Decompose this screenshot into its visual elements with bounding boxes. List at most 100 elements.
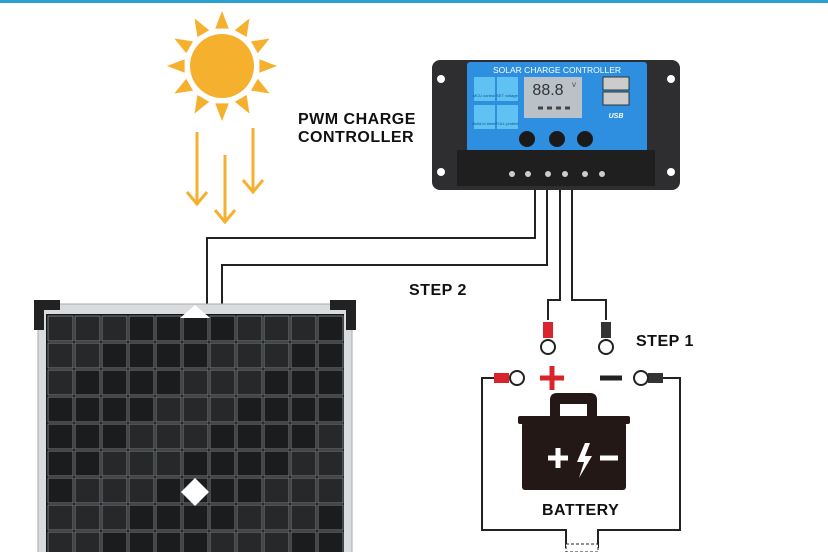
solar-cell	[101, 504, 128, 531]
solar-cell	[47, 504, 74, 531]
usb-label: USB	[609, 113, 624, 120]
solar-cell	[182, 423, 209, 450]
solar-cell	[182, 396, 209, 423]
sun-ray	[194, 94, 210, 114]
solar-cell	[182, 531, 209, 552]
solar-cell	[209, 477, 236, 504]
solar-cell	[236, 315, 263, 342]
solar-cell	[47, 423, 74, 450]
solar-cell	[47, 342, 74, 369]
solar-cell	[209, 315, 236, 342]
solar-cell	[101, 450, 128, 477]
solar-cell	[128, 315, 155, 342]
solar-cell	[236, 369, 263, 396]
solar-cell	[290, 531, 317, 552]
solar-cell	[47, 396, 74, 423]
solar-cell	[128, 396, 155, 423]
solar-cell	[290, 423, 317, 450]
sun-ray	[259, 59, 277, 73]
solar-cell	[128, 450, 155, 477]
solar-cell	[317, 423, 344, 450]
solar-cell	[47, 531, 74, 552]
sunlight-arrows-icon	[185, 128, 265, 225]
solar-cell	[317, 396, 344, 423]
sun-ray	[250, 38, 270, 54]
solar-cell	[209, 504, 236, 531]
solar-cell	[128, 477, 155, 504]
solar-cell	[263, 531, 290, 552]
solar-cell	[74, 315, 101, 342]
ring-terminals	[494, 322, 663, 390]
battery-label: BATTERY	[542, 502, 620, 519]
solar-cell	[155, 342, 182, 369]
solar-cell	[290, 396, 317, 423]
solar-cell	[317, 504, 344, 531]
solar-cell	[236, 450, 263, 477]
plus-sign-icon	[540, 366, 564, 390]
clock-icon: Build-in timer	[472, 121, 496, 126]
solar-cell	[128, 342, 155, 369]
sun-icon	[167, 11, 277, 121]
controller-label-line1: PWM CHARGE	[298, 111, 416, 128]
solar-cell	[263, 342, 290, 369]
solar-cell	[317, 315, 344, 342]
solar-cell	[317, 450, 344, 477]
solar-cell	[74, 477, 101, 504]
solar-cell	[155, 531, 182, 552]
wires	[206, 186, 681, 548]
solar-cell	[290, 342, 317, 369]
solar-cell	[101, 396, 128, 423]
solar-cell	[155, 315, 182, 342]
solar-cell	[182, 315, 209, 342]
solar-cell	[101, 531, 128, 552]
solar-cell	[209, 396, 236, 423]
solar-cell	[182, 504, 209, 531]
top-bar	[0, 0, 828, 3]
solar-cell	[155, 396, 182, 423]
solar-cell	[290, 504, 317, 531]
charge-controller: SOLAR CHARGE CONTROLLER 88.8 V USB MCU c…	[432, 60, 680, 190]
solar-cell	[155, 423, 182, 450]
controller-buttons	[519, 131, 593, 147]
solar-cell	[74, 450, 101, 477]
controller-face-title: SOLAR CHARGE CONTROLLER	[493, 65, 621, 75]
solar-cell	[236, 477, 263, 504]
solar-cell	[290, 315, 317, 342]
solar-cell	[101, 342, 128, 369]
solar-cell	[263, 369, 290, 396]
chip-icon: MCU control	[473, 93, 495, 98]
solar-cell	[101, 369, 128, 396]
solar-cell	[182, 369, 209, 396]
step2-label: STEP 2	[409, 282, 467, 299]
solar-cell	[47, 450, 74, 477]
solar-panel	[34, 300, 356, 552]
solar-cell	[290, 369, 317, 396]
solar-cell	[317, 342, 344, 369]
solar-cell	[74, 342, 101, 369]
solar-cell	[128, 369, 155, 396]
sun-ray	[167, 59, 185, 73]
solar-cell	[101, 477, 128, 504]
solar-cell	[236, 342, 263, 369]
solar-cell	[317, 531, 344, 552]
solar-cell	[74, 396, 101, 423]
solar-cell	[74, 369, 101, 396]
solar-cell	[290, 477, 317, 504]
controller-label: PWM CHARGE CONTROLLER	[298, 111, 416, 147]
solar-cell	[317, 477, 344, 504]
solar-cell	[74, 531, 101, 552]
gear-icon: SET voltage	[496, 93, 518, 98]
solar-cell	[128, 423, 155, 450]
sun-ray	[174, 38, 194, 54]
lcd-unit: V	[572, 83, 576, 89]
solar-cell	[155, 504, 182, 531]
solar-cell	[74, 504, 101, 531]
solar-cell	[47, 315, 74, 342]
solar-cell	[182, 342, 209, 369]
solar-cell	[128, 531, 155, 552]
solar-cell	[47, 369, 74, 396]
solar-cell	[209, 423, 236, 450]
solar-cell	[263, 315, 290, 342]
